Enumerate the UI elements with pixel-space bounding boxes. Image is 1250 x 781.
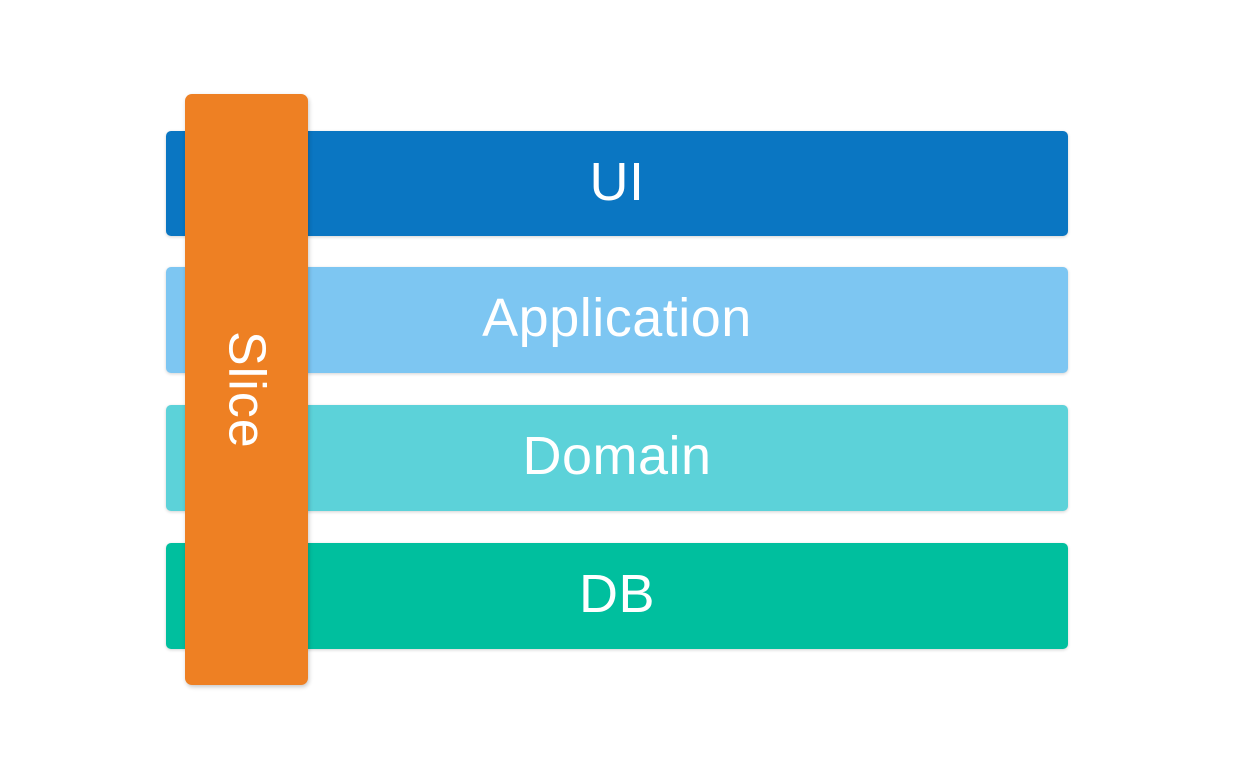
layer-bar-application: Application <box>166 267 1068 373</box>
layer-bar-db: DB <box>166 543 1068 649</box>
slice-bar: Slice <box>185 94 308 685</box>
layer-bar-domain: Domain <box>166 405 1068 511</box>
layer-label-application: Application <box>482 288 752 348</box>
layer-label-domain: Domain <box>522 426 712 486</box>
slice-label: Slice <box>217 330 276 449</box>
layer-bar-ui: UI <box>166 131 1068 236</box>
layer-label-ui: UI <box>589 151 645 212</box>
layer-label-db: DB <box>578 564 655 624</box>
